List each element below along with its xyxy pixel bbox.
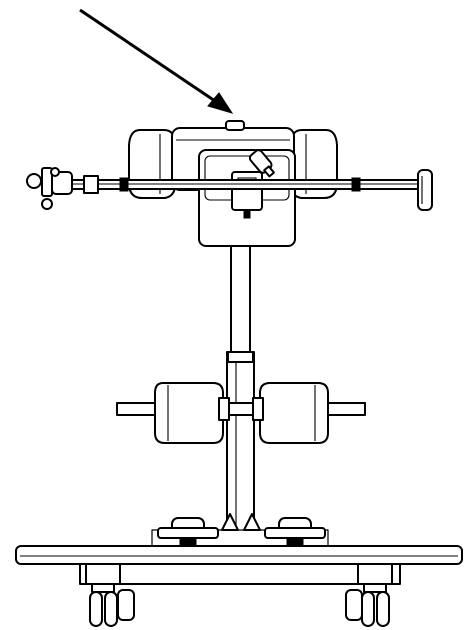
left-end-pin [50, 167, 60, 177]
right-foot-clamp [264, 517, 326, 547]
clamp-screw [243, 209, 251, 219]
knee-pad-assembly [116, 382, 366, 444]
left-end-ring [26, 173, 42, 189]
crossbar-collar-left [83, 175, 99, 194]
right-clamp-screw [286, 537, 304, 547]
central-column [226, 245, 255, 553]
left-foot-clamp [157, 517, 219, 547]
column-collar [227, 351, 254, 363]
top-knob [225, 120, 245, 131]
right-column-gusset [243, 513, 261, 531]
base-plate [15, 545, 463, 565]
arrow-head [207, 92, 234, 114]
base-assembly [15, 513, 463, 585]
left-caster-fork [91, 583, 115, 593]
crossbar-stop-left [119, 177, 129, 192]
left-column-gusset [221, 513, 239, 531]
knob-stem [263, 165, 275, 178]
left-caster-wheel-a [89, 591, 103, 627]
right-caster-lock [345, 589, 363, 621]
right-knee-pad [259, 382, 329, 444]
caster-right [345, 563, 393, 627]
pointer-arrow [79, 8, 234, 114]
right-end-cap [417, 169, 433, 211]
upper-column [230, 245, 251, 357]
left-clamp-screw [179, 537, 197, 547]
right-caster-wheel-a [361, 591, 375, 627]
right-caster-bracket [357, 563, 393, 585]
left-caster-bracket [85, 563, 121, 585]
right-caster-wheel-b [376, 591, 390, 627]
left-end-bolt [41, 198, 53, 210]
right-caster-fork [363, 583, 387, 593]
right-clamp-base [264, 527, 326, 539]
crossbar-assembly [26, 167, 433, 211]
base-frame [79, 563, 401, 585]
right-knee-mount [252, 397, 264, 421]
arrow-shaft [79, 8, 219, 105]
clamp-knob [248, 149, 275, 178]
caster-left [85, 563, 135, 627]
crossbar-stop-right [351, 177, 361, 192]
left-knee-mount [218, 397, 230, 421]
left-caster-wheel-b [104, 591, 118, 627]
left-end-block [51, 171, 73, 195]
left-caster-lock [117, 589, 135, 621]
left-clamp-base [157, 527, 219, 539]
left-knee-pad [154, 382, 224, 444]
